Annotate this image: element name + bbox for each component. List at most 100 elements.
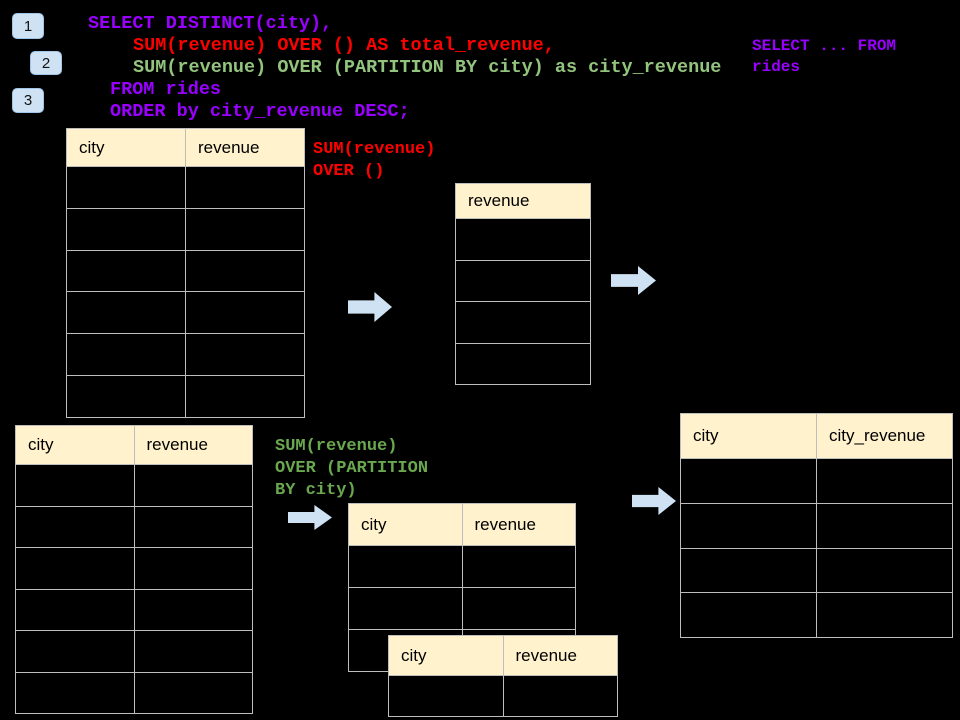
table-cell-empty (389, 676, 504, 717)
table-cell-empty (186, 208, 305, 251)
table-cell-empty (134, 465, 253, 507)
column-header-revenue: revenue (134, 426, 253, 465)
table-cell-empty (134, 672, 253, 714)
column-header-revenue: revenue (456, 184, 591, 219)
column-header-revenue: revenue (462, 504, 576, 546)
table-row (349, 546, 576, 588)
table-cell-empty (817, 459, 953, 504)
table-row (16, 631, 253, 673)
table-cell-empty (817, 593, 953, 639)
side-note-line-2: rides (752, 58, 801, 76)
table-row (456, 260, 591, 302)
table-cell-empty (16, 548, 135, 590)
table-cell-empty (681, 593, 817, 639)
right-arrow-icon (288, 505, 332, 530)
table-cell-empty (503, 676, 618, 717)
table-cell-empty (67, 375, 186, 418)
step-badge-3: 3 (12, 88, 44, 113)
table-cell-empty (462, 546, 576, 588)
table-row (16, 465, 253, 507)
table-cell-empty (16, 631, 135, 673)
table-cell-empty (67, 167, 186, 209)
table-row (681, 459, 953, 504)
column-header-revenue: revenue (186, 129, 305, 167)
table-cell-empty (349, 546, 463, 588)
table-cell-empty (16, 672, 135, 714)
table-row (67, 334, 305, 376)
sql-line-select: SELECT DISTINCT(city), (88, 13, 333, 34)
column-header-city_revenue: city_revenue (817, 414, 953, 459)
table-row (456, 219, 591, 261)
table-row (67, 375, 305, 418)
table-header-row: revenue (456, 184, 591, 219)
table-cell-empty (186, 250, 305, 293)
sql-line-city-revenue: SUM(revenue) OVER (PARTITION BY city) as… (133, 57, 722, 78)
table-cell-empty (817, 503, 953, 549)
table-cell-empty (134, 631, 253, 673)
table-cell-empty (186, 167, 305, 209)
table-cell-empty (67, 334, 186, 376)
table-row (16, 548, 253, 590)
table-cell-empty (456, 343, 591, 385)
column-header-city: city (16, 426, 135, 465)
right-arrow-icon (611, 266, 656, 295)
table-cell-empty (817, 548, 953, 594)
table-row (16, 506, 253, 548)
column-header-revenue: revenue (503, 636, 618, 676)
table-cell-empty (134, 589, 253, 631)
table-total-revenue-result: revenue (455, 183, 591, 385)
step-badge-2: 2 (30, 51, 62, 75)
table-row (16, 589, 253, 631)
table-cell-empty (134, 548, 253, 590)
column-header-city: city (389, 636, 504, 676)
table-cell-empty (186, 292, 305, 335)
sql-line-total-revenue: SUM(revenue) OVER () AS total_revenue, (133, 35, 555, 56)
table-cell-empty (462, 588, 576, 630)
side-note-line-1: SELECT ... FROM (752, 37, 897, 55)
table-cell-empty (681, 459, 817, 504)
table-cell-empty (186, 375, 305, 418)
annotation-total-line-1: SUM(revenue) (313, 140, 436, 159)
step-badge-1: 1 (12, 13, 44, 39)
table-row (681, 503, 953, 549)
table-cell-empty (349, 588, 463, 630)
column-header-city: city (67, 129, 186, 167)
annotation-total-line-2: OVER () (313, 162, 385, 181)
table-row (456, 343, 591, 385)
table-row (67, 250, 305, 293)
table-cell-empty (456, 302, 591, 344)
sql-line-order-by: ORDER by city_revenue DESC; (110, 101, 410, 122)
table-cell-empty (681, 503, 817, 549)
table-cell-empty (681, 548, 817, 594)
annotation-partition-line-1: SUM(revenue) (275, 437, 398, 456)
table-cell-empty (67, 292, 186, 335)
table-cell-empty (456, 260, 591, 302)
table-cell-empty (67, 208, 186, 251)
annotation-partition-line-3: BY city) (275, 481, 357, 500)
table-cell-empty (16, 465, 135, 507)
table-row (67, 208, 305, 251)
table-row (681, 593, 953, 639)
table-row (389, 676, 618, 717)
annotation-partition-line-2: OVER (PARTITION (275, 459, 429, 478)
column-header-city: city (681, 414, 817, 459)
table-row (67, 292, 305, 335)
table-cell-empty (67, 250, 186, 293)
right-arrow-icon (632, 487, 676, 515)
column-header-city: city (349, 504, 463, 546)
table-cell-empty (16, 506, 135, 548)
table-cell-empty (456, 219, 591, 261)
right-arrow-icon (348, 292, 392, 322)
table-row (456, 302, 591, 344)
table-row (67, 167, 305, 209)
